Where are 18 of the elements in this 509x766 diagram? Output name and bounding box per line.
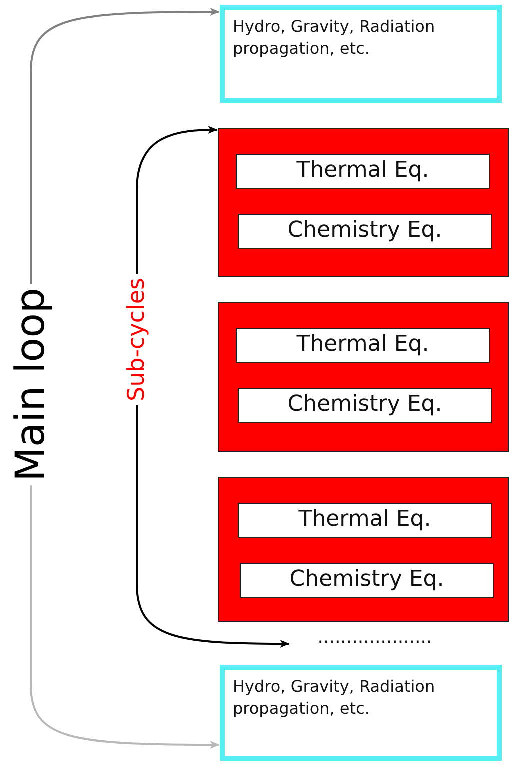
arrow [136, 406, 290, 648]
equation-box: Thermal Eq. [236, 154, 490, 189]
loop-label: Main loop [8, 288, 54, 482]
arrow [30, 486, 220, 749]
equation-box: Chemistry Eq. [240, 563, 494, 598]
module-box [218, 128, 509, 277]
arrow [30, 8, 220, 284]
equation-box: Thermal Eq. [238, 503, 492, 538]
equation-box: Chemistry Eq. [238, 214, 492, 249]
arrow [136, 126, 218, 274]
text-box: Hydro, Gravity, Radiation propagation, etc. [220, 5, 502, 103]
module-box [218, 302, 509, 452]
ellipsis-text: .................... [290, 626, 460, 654]
loop-label: Sub-cycles [124, 278, 150, 402]
text-box: Hydro, Gravity, Radiation propagation, etc. [220, 665, 502, 761]
equation-box: Thermal Eq. [236, 328, 490, 363]
equation-box: Chemistry Eq. [238, 388, 492, 423]
module-box [218, 477, 509, 622]
